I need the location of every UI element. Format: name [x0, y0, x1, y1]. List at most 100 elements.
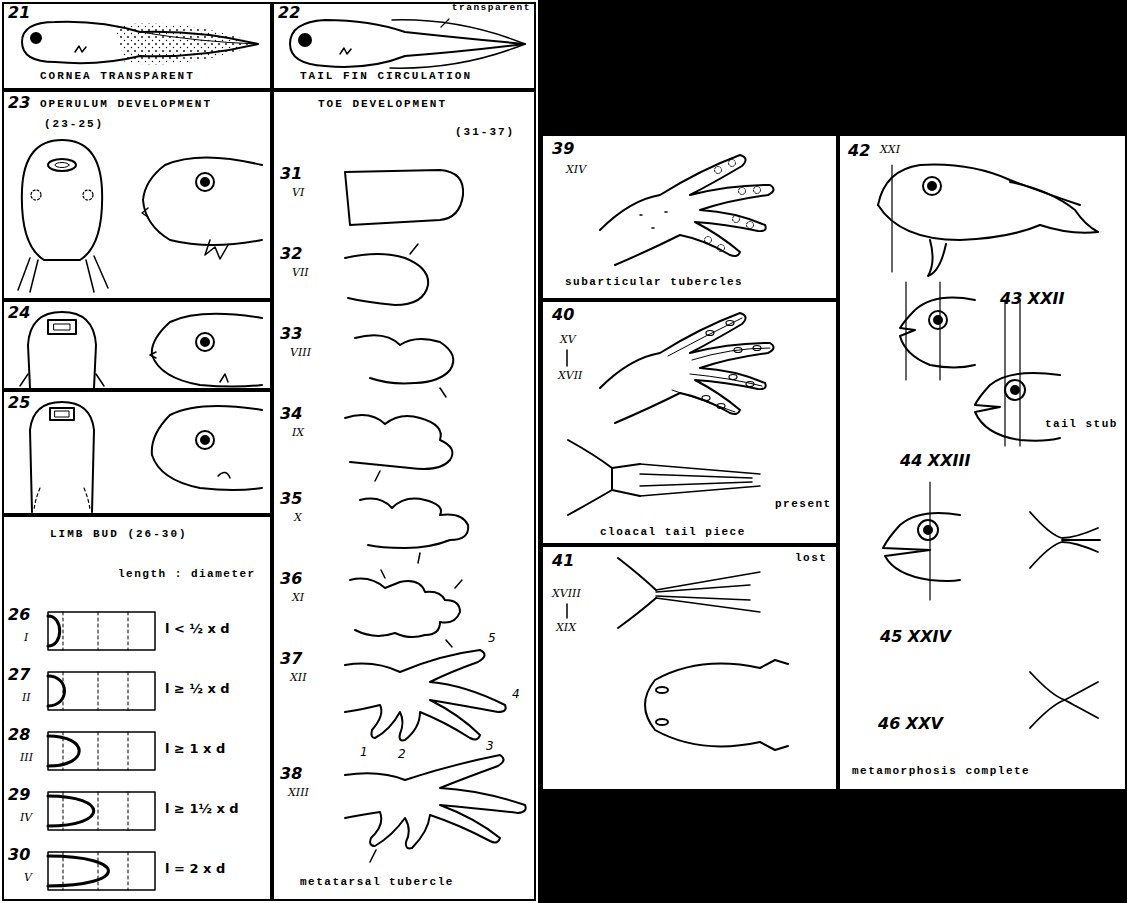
froglet-head-figure	[883, 482, 960, 600]
hand-figure	[600, 155, 774, 265]
toe-number: 3	[486, 740, 494, 753]
hand-figure	[729, 375, 737, 380]
operculum-figure	[218, 472, 230, 478]
froglet-figure	[878, 165, 1080, 205]
froglet-head-figure	[883, 513, 960, 581]
stage-number: 39	[552, 140, 574, 158]
hand-figure	[733, 216, 740, 223]
hand-figure	[718, 245, 725, 252]
tadpole-figure	[31, 33, 41, 43]
tail-stub-figure	[1030, 672, 1098, 728]
foot-figure	[360, 499, 468, 548]
callout-label: metatarsal tubercle	[300, 876, 454, 888]
hand-figure	[600, 155, 774, 265]
roman-stage: XXI	[880, 144, 900, 156]
hand-figure	[702, 396, 710, 401]
stage-number: 27	[8, 666, 30, 684]
limb-bud-figure	[48, 676, 65, 706]
stage-panel: 40XVXVIIpresentcloacal tail piece	[541, 300, 838, 545]
page-ground	[541, 134, 1127, 791]
toe-number: 2	[398, 748, 406, 761]
stage-number: 36	[280, 570, 302, 588]
operculum-figure	[142, 208, 148, 217]
callout-label: length : diameter	[118, 568, 256, 580]
stage-number: 40	[552, 306, 574, 324]
cloacal-figure	[618, 558, 760, 628]
tadpole-figure	[340, 48, 351, 54]
hand-figure	[600, 313, 774, 423]
hand-figure	[668, 318, 770, 412]
roman-stage: XIII	[288, 787, 309, 799]
limb-bud-figure	[48, 852, 155, 890]
froglet-head-figure	[975, 373, 1060, 441]
roman-stage: VI	[292, 187, 304, 199]
limb-bud-figure	[48, 612, 155, 890]
hand-figure	[640, 212, 667, 228]
operculum-figure	[196, 431, 214, 449]
operculum-figure	[220, 374, 228, 382]
drawing-stroke	[18, 19, 1100, 890]
operculum-figure	[205, 240, 228, 259]
operculum-figure	[83, 190, 93, 200]
toe-number: 4	[512, 688, 520, 701]
roman-stage: IV	[20, 812, 32, 824]
operculum-figure	[50, 408, 74, 420]
stage-number: 29	[8, 786, 30, 804]
stage-number: 31	[280, 165, 302, 183]
roman-stage: XIV	[566, 164, 586, 176]
foot-figure	[345, 254, 428, 305]
roman-stage: VII	[292, 267, 309, 279]
roman-stage: XIX	[556, 622, 576, 634]
callout-label: subarticular tubercles	[565, 276, 743, 288]
foot-figure	[345, 170, 526, 862]
operculum-figure	[201, 178, 209, 186]
callout-label: cloacal tail piece	[600, 526, 746, 538]
callout-label: transparent	[452, 3, 531, 13]
operculum-figure	[22, 140, 102, 260]
stage-panel: 22transparentTAIL FIN CIRCULATION	[272, 2, 536, 90]
heading: (23-25)	[44, 118, 104, 130]
stage-panel: 21CORNEA TRANSPARENT	[2, 2, 272, 90]
operculum-figure	[18, 256, 108, 292]
tail-stub-figure	[1030, 512, 1100, 568]
limb-bud-figure	[48, 672, 155, 710]
operculum-figure	[30, 402, 262, 512]
tadpole-figure	[140, 32, 258, 44]
limb-bud-figure	[48, 732, 155, 770]
roman-stage: XII	[290, 672, 307, 684]
heading: TOE DEVELOPMENT	[318, 98, 447, 110]
operculum-figure	[152, 314, 262, 387]
operculum-figure	[55, 411, 69, 417]
ratio-formula: l ≥ 1½ x d	[165, 802, 239, 816]
cloacal-figure	[568, 440, 760, 515]
limb-bud-figure	[48, 736, 79, 766]
roman-stage: II	[22, 692, 31, 704]
froglet-head-figure	[900, 282, 975, 380]
stage-number: 28	[8, 726, 30, 744]
limb-bud-figure	[48, 796, 94, 826]
stage-number: 24	[8, 304, 30, 322]
cloacal-figure	[656, 572, 760, 612]
stage-number: 22	[278, 4, 300, 22]
froglet-head-figure	[656, 687, 668, 693]
range-tick	[566, 350, 568, 618]
foot-figure	[345, 170, 463, 225]
tail-stub-figure	[1030, 512, 1100, 568]
tadpole-figure	[22, 22, 258, 65]
hand-figure	[726, 321, 734, 326]
hand-figure	[747, 222, 754, 229]
operculum-figure	[201, 436, 209, 444]
foot-figure	[440, 388, 446, 397]
froglet-head-figure	[929, 482, 930, 600]
hand-figure	[754, 187, 761, 194]
tadpole-figure	[22, 22, 258, 63]
froglet-figure	[878, 205, 1040, 240]
froglet-figure	[891, 165, 892, 272]
foot-figure	[345, 415, 452, 469]
cloacal-figure	[640, 464, 760, 496]
stage-number: 44 XXIII	[900, 452, 970, 470]
foot-figure	[381, 570, 462, 647]
ratio-formula: l ≥ ½ x d	[165, 682, 230, 696]
operculum-figure	[20, 312, 262, 388]
